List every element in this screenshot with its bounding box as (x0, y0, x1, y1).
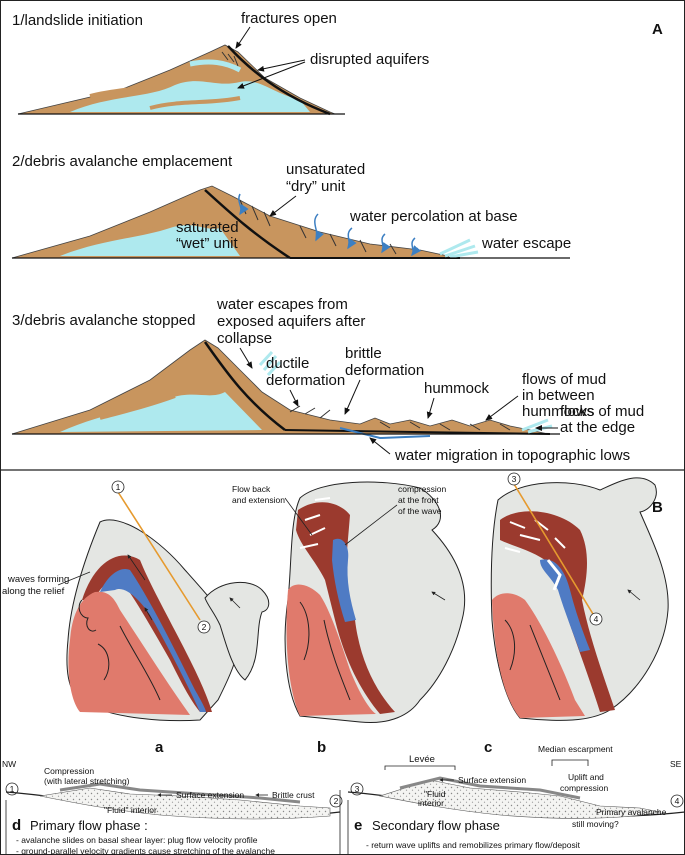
primary-line-1: - avalanche slides on basal shear layer:… (16, 835, 258, 845)
brittle-label-1: brittle (345, 345, 382, 362)
brittle-crust: Brittle crust (272, 790, 315, 800)
mud-between-label-2: in between (522, 387, 595, 404)
escapes-label-1: water escapes from (216, 296, 348, 313)
marker-2: 2 (202, 622, 207, 632)
section-d-marker-1: 1 (10, 784, 15, 794)
uplift-label-1: Uplift and (568, 772, 604, 782)
fluid-e-2: interior (418, 798, 444, 808)
section-e-label: e (354, 817, 362, 834)
fluid-e-1: "Fluid (424, 789, 446, 799)
secondary-phase: Secondary flow phase (372, 818, 500, 833)
mud-edge-label-1: flows of mud (560, 403, 644, 420)
ductile-label-1: ductile (266, 355, 309, 372)
levee-label: Levée (409, 754, 435, 765)
mud-between-label-3: hummocks (522, 403, 595, 420)
uplift-label-2: compression (560, 783, 608, 793)
aquifer-2 (60, 225, 240, 256)
saturated-label-1: saturated (176, 219, 239, 236)
compression-label-1: compression (398, 484, 446, 494)
section-e-marker-3: 3 (355, 784, 360, 794)
slip-surface-1 (227, 45, 331, 116)
saturated-label-2: “wet” unit (176, 235, 239, 252)
stage1-diagram: 1/landslide initiation fractures open di… (12, 10, 429, 116)
slip-surface-2 (204, 189, 291, 260)
section-e: SE 3 4 Levée Median escarpment Surface e… (347, 744, 685, 855)
panel-a-label: A (652, 21, 663, 38)
waves-label-2: along the relief (2, 586, 65, 597)
flowback-label-2: and extension (232, 495, 285, 505)
marker-4: 4 (594, 614, 599, 624)
primary-phase: Primary flow phase : (30, 818, 148, 833)
stage1-title: 1/landslide initiation (12, 12, 143, 29)
compression-label-2: at the front (398, 495, 439, 505)
median-escarpment: Median escarpment (538, 744, 613, 754)
primary-line-2: - ground-parallel velocity gradients cau… (16, 846, 275, 855)
map-b-label: b (317, 739, 326, 756)
unsaturated-label-1: unsaturated (286, 161, 365, 178)
escapes-label-3: collapse (217, 330, 272, 347)
marker-3: 3 (512, 474, 517, 484)
aquifers-label: disrupted aquifers (310, 51, 429, 68)
escapes-label-2: exposed aquifers after (217, 313, 365, 330)
stage3-diagram: 3/debris avalanche stopped water escapes… (11, 296, 644, 464)
fluid-interior-d: "Fluid" interior (104, 805, 157, 815)
section-d-label: d (12, 817, 21, 834)
unsaturated-label-2: “dry” unit (286, 178, 346, 195)
compression-label-3: of the wave (398, 506, 442, 516)
stage3-title: 3/debris avalanche stopped (12, 312, 195, 329)
map-a: 1 2 waves forming along the relief a (2, 480, 270, 756)
compression-d-1: Compression (44, 766, 94, 776)
hummock-label: hummock (424, 380, 490, 397)
secondary-line-1: - return wave uplifts and remobilizes pr… (366, 840, 581, 850)
marker-1: 1 (116, 482, 121, 492)
surface-d: Surface extension (176, 790, 244, 800)
map-c-label: c (484, 739, 492, 756)
ductile-label-2: deformation (266, 372, 345, 389)
still-moving: still moving? (572, 819, 619, 829)
map-c: 3 4 c (484, 472, 669, 756)
aquifer-1 (70, 81, 310, 112)
aquifer-3 (60, 392, 262, 432)
flowback-label-1: Flow back (232, 484, 271, 494)
panel-b-label: B (652, 499, 663, 516)
map-a-label: a (155, 739, 164, 756)
surface-e: Surface extension (458, 775, 526, 785)
fractures-label: fractures open (241, 10, 337, 27)
brittle-label-2: deformation (345, 362, 424, 379)
section-d-marker-2: 2 (334, 796, 339, 806)
primary-avalanche: Primary avalanche (596, 807, 667, 817)
mud-between-label-1: flows of mud (522, 371, 606, 388)
migration-label: water migration in topographic lows (394, 447, 630, 464)
water-escape-label: water escape (481, 235, 571, 252)
waves-label-1: waves forming (7, 574, 69, 585)
slip-surface-3 (203, 341, 286, 431)
mud-edge-label-2: at the edge (560, 419, 635, 436)
stage2-diagram: 2/debris avalanche emplacement unsaturat… (11, 153, 571, 260)
nw-label: NW (2, 759, 16, 769)
map-b: Flow back and extension compression at t… (232, 481, 466, 756)
section-d: NW 1 2 Compression (with lateral stretch… (2, 759, 343, 855)
section-e-marker-4: 4 (675, 796, 680, 806)
percolation-label: water percolation at base (349, 208, 518, 225)
se-label: SE (670, 759, 682, 769)
stage2-title: 2/debris avalanche emplacement (12, 153, 233, 170)
compression-d-2: (with lateral stretching) (44, 776, 130, 786)
